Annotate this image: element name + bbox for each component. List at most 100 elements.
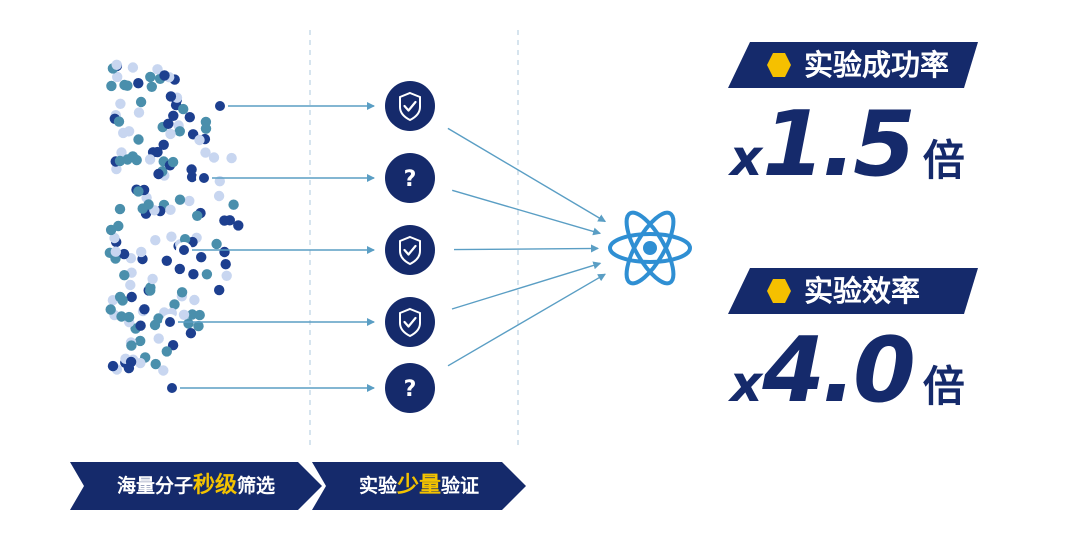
molecule-dot [220,259,231,270]
molecule-dot [133,186,144,197]
selected-molecule-dot [212,98,228,114]
metric-number: 1.5 [762,92,915,197]
molecule-dot [226,152,237,164]
selected-molecule-dot [162,314,178,330]
molecule-dot [145,71,156,83]
molecule-dot [109,232,120,244]
molecule-dot [178,103,189,115]
molecule-dot [105,304,116,315]
molecule-dot [110,246,122,257]
molecule-dot [153,333,164,344]
molecule-dot [112,71,123,83]
arrow [447,273,606,367]
molecule-dot [127,151,138,162]
step-banner-screening: 海量分子秒级筛选 [70,462,322,510]
molecule-dot [208,152,220,163]
molecule-dot [186,171,198,183]
molecule-dot [133,107,145,118]
molecule-dot [161,346,172,357]
shield-check-icon [399,307,421,338]
molecule-dot [186,164,197,175]
molecule-dot [119,79,130,91]
molecule-dot [153,168,164,180]
molecule-dot [184,195,195,207]
molecule-dot [194,134,205,146]
hexagon-icon [767,53,791,77]
selected-molecule-dot [176,242,192,258]
arrow [451,261,602,310]
validation-node [385,225,435,275]
molecule-dot [125,279,136,291]
molecule-dot [106,80,117,92]
arrow [452,189,602,236]
molecule-dot [193,320,204,332]
selected-molecule-dot [164,380,180,396]
validation-node: ? [385,153,435,203]
molecule-dot [200,147,211,158]
molecule-dot [188,269,199,280]
step-text-pre: 海量分子 [116,475,193,497]
arrow [447,127,607,223]
molecule-dot [147,273,158,285]
molecule-dot [167,156,179,168]
molecule-dot [133,78,144,89]
molecule-dot [113,116,125,127]
molecule-dot [163,118,174,129]
molecule-dot [165,128,176,140]
molecule-dot [194,309,205,321]
molecule-dot [192,210,203,221]
molecule-dot [165,91,177,102]
molecule-dot [105,224,117,236]
question-icon: ? [404,167,417,192]
molecule-dot [139,304,150,315]
molecule-dot [176,287,188,298]
molecule-dot [233,220,244,231]
molecule-dot [174,263,185,275]
molecule-dot [166,231,177,242]
step-text-post: 筛选 [237,475,276,497]
molecule-dot [219,246,230,258]
selected-molecule-dot [196,170,212,186]
molecule-dot [168,110,179,122]
molecule-dot [174,126,185,137]
molecule-dot [136,246,147,258]
molecule-dot [137,203,148,214]
molecule-dot [150,358,161,370]
molecule-dot [123,126,135,137]
molecule-dot [179,234,191,245]
molecule-dot [127,62,139,73]
molecule-dot [135,335,146,347]
molecule-dot [184,112,195,123]
arrow [453,244,599,253]
metric-unit: 倍 [922,136,965,185]
molecule-dot [145,285,156,296]
shield-check-icon [399,235,421,266]
molecule-dot [213,190,225,202]
validation-node [385,297,435,347]
molecule-dot [146,81,157,93]
molecule-dot [123,362,135,374]
molecule-dot [135,96,147,108]
molecule-dot [152,146,163,158]
molecule-dot [158,139,169,150]
molecule-dot [119,270,130,281]
molecule-dot [133,134,144,145]
metric-number: 4.0 [762,318,915,423]
step-banner-validation: 实验少量验证 [312,462,526,510]
molecule-dot [116,311,127,322]
metric-banner-efficiency: 实验效率 [728,268,978,314]
molecule-dot [116,147,127,158]
question-icon: ? [404,377,417,402]
molecule-dot [115,98,126,110]
molecule-dot [214,284,225,296]
metric-label: 实验效率 [804,274,921,308]
molecule-dot [219,215,230,226]
molecule-dot [185,328,197,339]
metric-label: 实验成功率 [804,48,950,82]
molecule-dot [221,270,232,281]
molecule-dot [158,365,169,376]
molecule-dot [111,59,122,70]
step-label-validation: 实验少量验证 [312,462,526,510]
